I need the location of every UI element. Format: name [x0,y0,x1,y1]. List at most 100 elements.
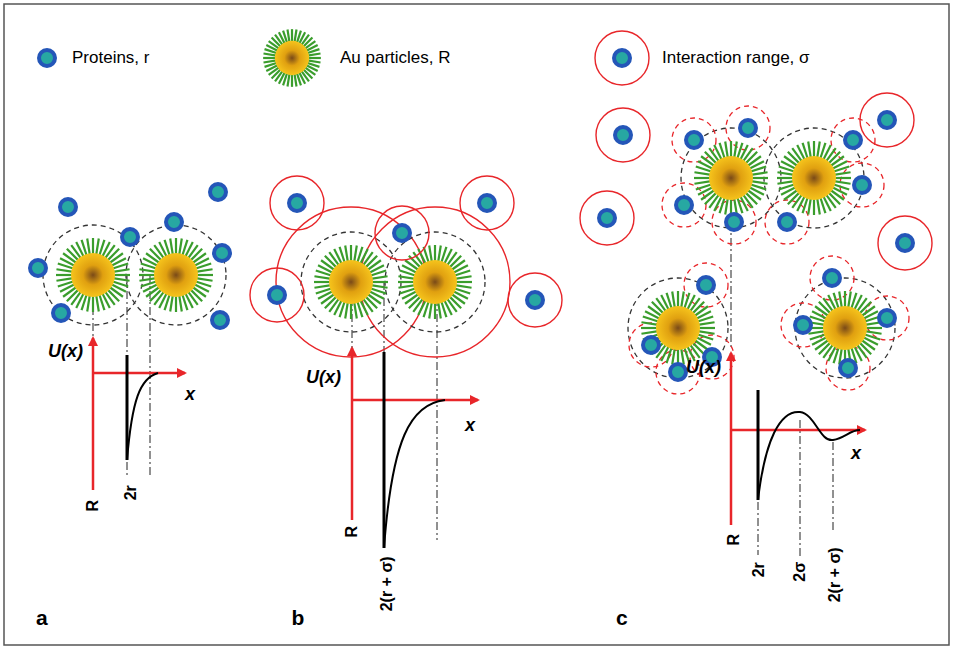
panel-letter: a [36,606,48,629]
ligand-stroke [844,291,846,308]
protein [726,214,742,230]
protein [698,277,714,293]
frame [4,4,949,645]
protein [879,310,895,326]
ligand-stroke [179,238,182,255]
protein [39,50,55,66]
range-circle [764,128,864,228]
gold-core [71,253,115,297]
ligand-stroke [170,295,173,312]
ligand-stroke [307,53,320,55]
ligand-stroke [834,172,851,175]
ligand-stroke [777,181,794,184]
ligand-stroke [308,57,321,59]
ligand-stroke [698,331,715,334]
ligand-stroke [297,73,301,86]
ligand-stroke [87,238,90,255]
guide-lines [93,190,833,558]
ligand-stroke [56,274,73,276]
dimension-label: 2(r + σ) [825,547,843,602]
ligand-stroke [165,240,170,256]
legend-text: Proteins, r [72,49,149,68]
protein [614,50,630,66]
ligand-stroke [455,285,472,288]
protein [686,132,702,148]
ligand-stroke [56,269,73,272]
ligand-stroke [294,29,296,42]
ligand-stroke [434,245,436,262]
ligand-stroke [113,278,130,281]
ligand-stroke [803,143,808,159]
ligand-stroke [58,281,74,286]
ligand-stroke [834,293,839,309]
ligand-stroke [813,198,815,215]
range-circle [301,232,401,332]
ligand-stroke [179,295,182,312]
ligand-stroke [398,285,415,288]
protein [479,195,495,211]
ligand-stroke [441,301,446,317]
ligand-stroke [694,177,711,179]
ligand-stroke [354,302,357,319]
range-circle [684,263,728,307]
range-circle [712,200,756,244]
protein [897,235,913,251]
ligand-stroke [694,181,711,184]
ligand-stroke [810,334,826,339]
ligand-stroke [263,57,276,59]
interaction-range [460,176,514,230]
ligand-stroke [96,238,99,255]
protein [676,197,692,213]
ligand-stroke [113,269,130,272]
ligand-stroke [834,177,851,179]
ligand-stroke [139,278,156,281]
protein [212,312,228,328]
ligand-stroke [294,73,296,86]
au-particle [777,141,851,215]
ligand-stroke [196,269,213,272]
range-circle [795,278,895,378]
ligand-stroke [696,184,712,189]
ligand-stroke [438,302,441,319]
gold-core [154,253,198,297]
dimension-label: 2σ [791,562,809,582]
ligand-stroke [641,331,658,334]
protein [615,127,631,143]
ligand-stroke [92,238,94,255]
protein [289,195,305,211]
ligand-stroke [667,293,672,309]
protein [122,229,138,245]
interaction-range [270,176,324,230]
protein [643,337,659,353]
ligand-stroke [865,331,882,334]
gold-core [413,260,457,304]
protein [269,287,285,303]
axis-label: U(x) [306,368,341,388]
ligand-stroke [314,276,331,279]
ligand-stroke [82,240,87,256]
legend-text: Au particles, R [340,49,451,68]
ligand-stroke [139,274,156,276]
ligand-stroke [314,281,331,283]
ligand-stroke [429,245,432,262]
ligand-stroke [677,291,679,308]
ligand-stroke [354,245,357,262]
ligand-stroke [291,29,293,42]
protein [210,184,226,200]
ligand-stroke [170,238,173,255]
ligand-stroke [291,74,293,87]
protein [740,120,756,136]
interaction-range [375,206,429,260]
axis-label: U(x) [686,358,721,378]
gold-core [792,156,836,200]
ligand-stroke [817,198,820,215]
legend-text: Interaction range, σ [662,49,810,68]
dimension-label: R [343,526,361,538]
ligand-stroke [455,281,472,283]
ligand-stroke [698,327,715,329]
ligand-stroke [698,322,715,325]
ligand-stroke [398,276,415,279]
range-circle [810,256,854,300]
panel-letter: b [292,606,305,629]
